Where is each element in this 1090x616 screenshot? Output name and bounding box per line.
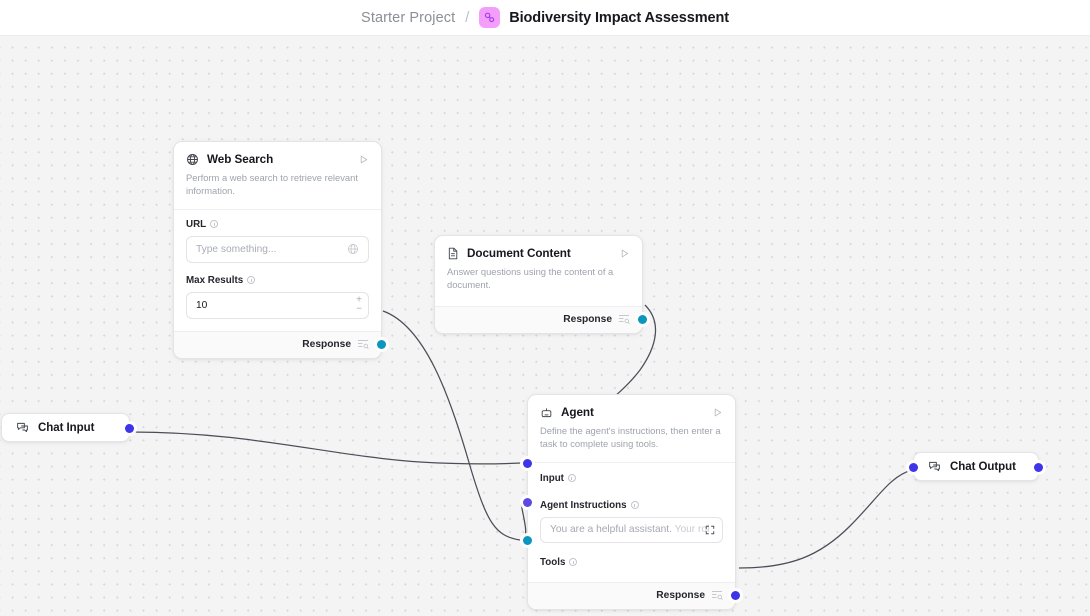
- stepper-decrement[interactable]: −: [356, 303, 362, 315]
- node-title: Agent: [561, 406, 594, 419]
- breadcrumb-project[interactable]: Starter Project: [361, 9, 456, 26]
- info-icon[interactable]: [210, 220, 219, 229]
- edge-agent-to-chatoutput: [738, 469, 913, 569]
- port-agent-tools[interactable]: [523, 536, 532, 545]
- max-results-input[interactable]: 10 + −: [186, 291, 369, 319]
- node-agent[interactable]: Agent Define the agent's instructions, t…: [523, 394, 740, 610]
- node-title: Chat Output: [950, 460, 1016, 473]
- url-input[interactable]: Type something...: [186, 235, 369, 263]
- node-footer-response: Response: [174, 330, 381, 358]
- port-agent-response[interactable]: [731, 590, 740, 600]
- play-icon[interactable]: [358, 154, 369, 165]
- info-icon[interactable]: [630, 501, 639, 510]
- port-chat-output-output[interactable]: [1034, 463, 1043, 472]
- instructions-label-text: Agent Instructions: [540, 499, 627, 511]
- app-header: Starter Project / Biodiversity Impact As…: [0, 0, 1090, 36]
- node-title: Chat Input: [38, 421, 95, 434]
- port-chat-output-input[interactable]: [909, 463, 918, 472]
- field-label-text: URL: [186, 218, 207, 230]
- globe-icon: [347, 243, 359, 255]
- port-chat-input-output[interactable]: [125, 424, 134, 433]
- node-body: Input Agent Instructions You are a helpf…: [528, 461, 735, 582]
- input-label-text: Input: [540, 472, 564, 484]
- response-label: Response: [563, 314, 612, 326]
- node-footer-response: Response: [435, 305, 642, 333]
- port-agent-input[interactable]: [523, 459, 532, 468]
- field-max-results: Max Results 10 + −: [186, 275, 369, 319]
- node-description: Perform a web search to retrieve relevan…: [186, 172, 358, 196]
- node-chat-input[interactable]: Chat Input: [1, 413, 134, 442]
- node-header: Agent: [528, 395, 735, 419]
- agent-instructions-placeholder: You are a helpful assistant. Your rol: [550, 524, 710, 536]
- flow-canvas[interactable]: Web Search Perform a web search to retri…: [0, 36, 1090, 616]
- globe-icon: [186, 153, 199, 166]
- document-icon: [447, 247, 459, 260]
- robot-icon: [540, 406, 553, 419]
- info-icon[interactable]: [247, 276, 256, 285]
- edge-instruction-stub: [520, 502, 527, 541]
- node-chat-output[interactable]: Chat Output: [909, 452, 1043, 481]
- response-label: Response: [302, 339, 351, 351]
- response-label: Response: [656, 590, 705, 602]
- max-results-value: 10: [196, 299, 208, 311]
- node-description: Answer questions using the content of a …: [447, 266, 614, 290]
- edge-chatinput-to-agent: [130, 431, 522, 465]
- field-label-agent-instructions: Agent Instructions: [540, 500, 723, 511]
- node-document-content[interactable]: Document Content Answer questions using …: [434, 235, 647, 334]
- node-description: Define the agent's instructions, then en…: [540, 425, 721, 449]
- expand-icon[interactable]: [705, 525, 715, 535]
- chat-icon: [16, 421, 29, 434]
- list-search-icon: [618, 314, 630, 325]
- breadcrumb: Starter Project / Biodiversity Impact As…: [361, 7, 729, 28]
- port-web-search-response[interactable]: [377, 339, 386, 349]
- list-search-icon: [711, 590, 723, 601]
- port-document-content-response[interactable]: [638, 314, 647, 324]
- field-label-url: URL: [186, 219, 369, 230]
- quantity-stepper[interactable]: + −: [356, 294, 362, 315]
- edge-websearch-to-tools: [382, 310, 521, 541]
- stepper-increment[interactable]: +: [356, 294, 362, 306]
- breadcrumb-separator: /: [465, 9, 470, 26]
- play-icon[interactable]: [712, 407, 723, 418]
- page-title: Biodiversity Impact Assessment: [509, 9, 729, 26]
- flow-shapes-icon: [479, 7, 501, 28]
- agent-instructions-input[interactable]: You are a helpful assistant. Your rol: [540, 516, 723, 543]
- node-footer-response: Response: [528, 581, 735, 609]
- node-header: Web Search: [174, 142, 381, 166]
- play-icon[interactable]: [619, 248, 630, 259]
- node-title: Web Search: [207, 153, 274, 166]
- field-url: URL Type something...: [186, 219, 369, 263]
- node-body: URL Type something...: [174, 208, 381, 331]
- list-search-icon: [357, 339, 369, 350]
- chat-icon: [928, 460, 941, 473]
- info-icon[interactable]: [569, 558, 578, 567]
- field-label-max-results: Max Results: [186, 275, 369, 286]
- field-label-text: Max Results: [186, 274, 244, 286]
- node-web-search[interactable]: Web Search Perform a web search to retri…: [173, 141, 386, 359]
- node-title: Document Content: [467, 247, 571, 260]
- tools-label-text: Tools: [540, 556, 566, 568]
- node-header: Document Content: [435, 236, 642, 260]
- url-input-placeholder: Type something...: [196, 243, 277, 255]
- field-label-input: Input: [540, 473, 723, 484]
- port-agent-instructions[interactable]: [523, 498, 532, 507]
- field-label-tools: Tools: [540, 557, 723, 568]
- info-icon[interactable]: [567, 474, 576, 483]
